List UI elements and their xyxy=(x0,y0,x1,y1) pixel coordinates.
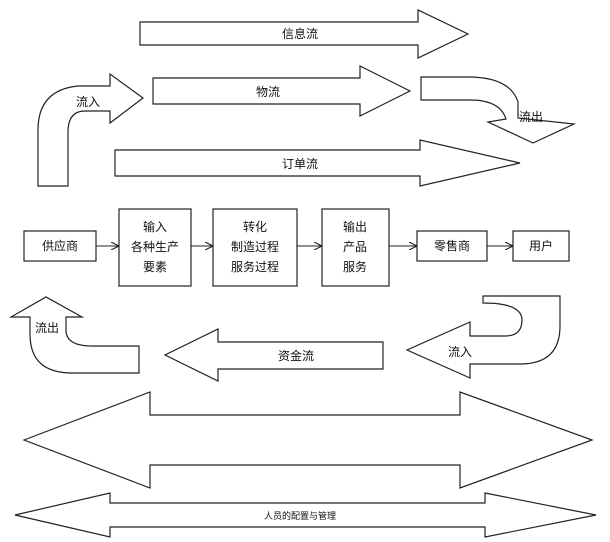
top-inflow-bent-arrow: 流入 xyxy=(37,72,145,187)
transform-line-2: 制造过程 xyxy=(231,239,279,254)
bottom-inflow-label: 流入 xyxy=(448,345,472,359)
information-flow-arrow: 信息流 xyxy=(139,9,470,59)
output-line-3: 服务 xyxy=(343,259,367,274)
supplier-label: 供应商 xyxy=(42,238,78,253)
output-node: 输出 产品 服务 xyxy=(321,208,390,287)
top-outflow-bent-arrow: 流出 xyxy=(420,76,577,144)
order-flow-arrow: 订单流 xyxy=(114,139,521,187)
goods-flow-arrow: 物流 xyxy=(152,65,412,117)
bottom-inflow-bent-arrow: 流入 xyxy=(405,295,561,379)
input-line-3: 要素 xyxy=(143,260,167,274)
transform-line-1: 转化 xyxy=(243,219,267,234)
output-line-2: 产品 xyxy=(343,240,367,254)
information-flow-label: 信息流 xyxy=(282,26,318,41)
retailer-node: 零售商 xyxy=(416,230,488,262)
goods-flow-label: 物流 xyxy=(256,85,280,99)
top-outflow-label: 流出 xyxy=(519,110,543,124)
output-line-1: 输出 xyxy=(343,219,367,234)
bottom-outflow-label: 流出 xyxy=(35,321,59,335)
user-label: 用户 xyxy=(529,238,553,253)
input-node: 输入 各种生产 要素 xyxy=(118,208,192,287)
funds-flow-label: 资金流 xyxy=(278,348,314,363)
personnel-label: 人员的配置与管理 xyxy=(264,510,336,522)
large-double-arrow xyxy=(22,391,594,489)
personnel-double-arrow: 人员的配置与管理 xyxy=(14,492,597,538)
order-flow-label: 订单流 xyxy=(282,157,318,171)
transform-line-3: 服务过程 xyxy=(231,259,279,274)
transform-node: 转化 制造过程 服务过程 xyxy=(212,208,298,287)
bottom-outflow-bent-arrow: 流出 xyxy=(8,296,140,374)
supplier-node: 供应商 xyxy=(23,230,97,262)
user-node: 用户 xyxy=(512,230,570,262)
input-line-1: 输入 xyxy=(143,219,167,234)
funds-flow-arrow: 资金流 xyxy=(163,328,384,382)
retailer-label: 零售商 xyxy=(434,238,470,253)
input-line-2: 各种生产 xyxy=(131,239,179,254)
top-inflow-label: 流入 xyxy=(76,95,100,109)
